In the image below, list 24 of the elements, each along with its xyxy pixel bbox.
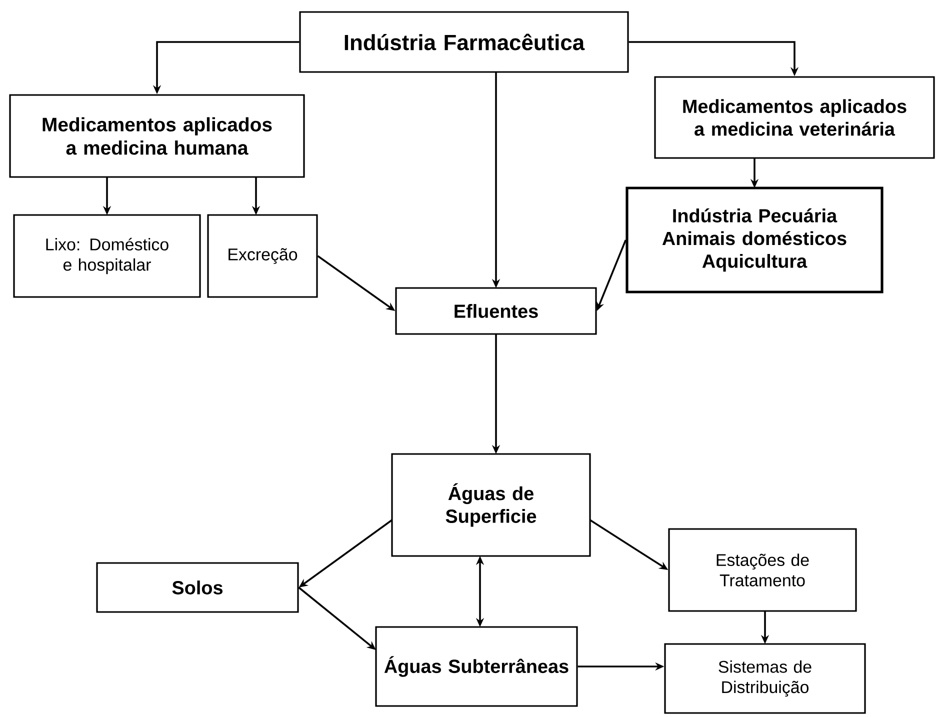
- process-box: [391, 453, 591, 557]
- box-label: Indústria Pecuária Animais domésticos Aquicultura: [662, 208, 846, 272]
- box-label: Solos: [172, 580, 222, 594]
- process-box: [13, 214, 201, 298]
- box-label: Sistemas de Distribuição: [718, 660, 812, 697]
- process-box: [96, 562, 299, 613]
- box-label: Indústria Farmacêutica: [344, 34, 585, 50]
- process-box: [664, 643, 866, 714]
- box-label: Águas Subterrâneas: [384, 656, 568, 677]
- box-label: Águas de Superficie: [446, 483, 536, 527]
- box-label: Medicamentos aplicados a medicina veterinária: [683, 99, 906, 136]
- process-box: [626, 186, 884, 294]
- process-box: [668, 528, 857, 612]
- process-box: [654, 76, 935, 159]
- box-label: Estações de Tratamento: [716, 554, 809, 586]
- process-box: [207, 214, 318, 298]
- box-label: Medicamentos aplicados a medicina humana: [42, 117, 272, 155]
- process-box: [299, 11, 629, 73]
- process-box: [375, 626, 578, 707]
- process-box: [395, 287, 597, 335]
- box-label: Efluentes: [454, 304, 538, 318]
- box-label: Excreção: [228, 248, 298, 264]
- box-label: Lixo: Doméstico e hospitalar: [46, 238, 168, 274]
- process-box: [9, 94, 305, 178]
